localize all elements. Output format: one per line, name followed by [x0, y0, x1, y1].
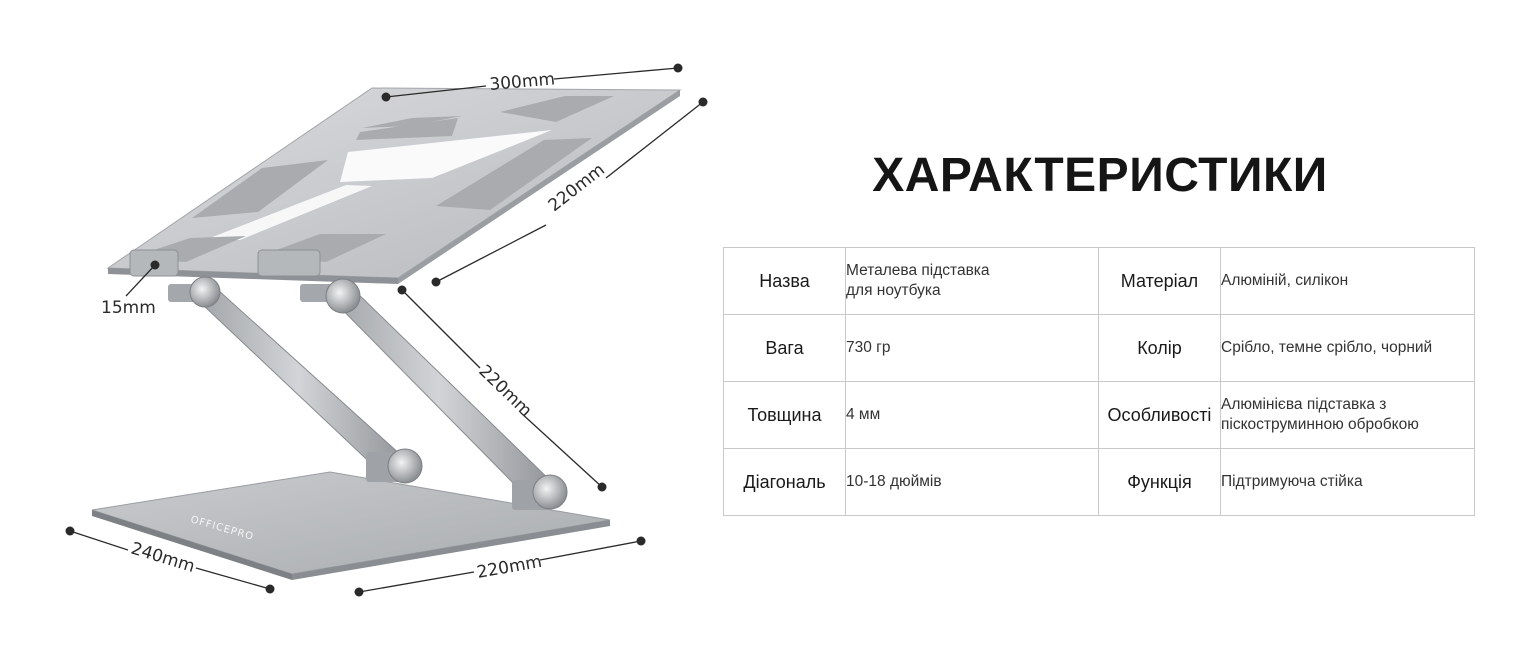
dim-label-base-depth: 220mm: [475, 552, 543, 583]
spec-value-line: піскоструминною обробкою: [1221, 416, 1419, 433]
laptop-stand-illustration: OFFICEPRO: [65, 63, 708, 597]
dim-label-arm-length: 220mm: [475, 361, 536, 421]
dim-label-thickness: 15mm: [101, 298, 156, 318]
spec-value: Алюміній, силікон: [1220, 247, 1475, 315]
spec-value: 730 гр: [845, 314, 1099, 382]
hinge-knob: [387, 448, 423, 484]
spec-value-line: Алюміній, силікон: [1221, 272, 1349, 289]
spec-value: Алюмінієва підставка з піскоструминною о…: [1220, 381, 1475, 449]
table-row: Назва Металева підставка для ноутбука Ма…: [723, 247, 1475, 315]
base-plate: OFFICEPRO: [91, 471, 611, 580]
page-title: ХАРАКТЕРИСТИКИ: [872, 149, 1328, 202]
spec-value: 4 мм: [845, 381, 1099, 449]
spec-value: Підтримуюча стійка: [1220, 448, 1475, 516]
spec-key: Функція: [1098, 448, 1221, 516]
top-tray: [106, 87, 682, 314]
table-row: Вага 730 гр Колір Срібло, темне срібло, …: [723, 314, 1475, 382]
spec-value-line: 730 гр: [846, 339, 891, 356]
spec-key: Колір: [1098, 314, 1221, 382]
spec-value: 10-18 дюймів: [845, 448, 1099, 516]
spec-key: Вага: [723, 314, 846, 382]
spec-value-line: Срібло, темне срібло, чорний: [1221, 339, 1433, 356]
spec-value: Металева підставка для ноутбука: [845, 247, 1099, 315]
specs-table: Назва Металева підставка для ноутбука Ма…: [723, 247, 1475, 516]
hinge-knob: [189, 276, 221, 308]
spec-value: Срібло, темне срібло, чорний: [1220, 314, 1475, 382]
spec-value-line: 10-18 дюймів: [846, 473, 942, 490]
front-arm: [183, 287, 423, 484]
spec-value-line: Алюмінієва підставка з: [1221, 396, 1387, 413]
dimension-lines: [65, 63, 708, 597]
table-row: Товщина 4 мм Особливості Алюмінієва підс…: [723, 381, 1475, 449]
spec-key: Особливості: [1098, 381, 1221, 449]
spec-value-line: для ноутбука: [846, 282, 941, 299]
spec-key: Товщина: [723, 381, 846, 449]
spec-value-line: Підтримуюча стійка: [1221, 473, 1363, 490]
spec-key: Матеріал: [1098, 247, 1221, 315]
spec-key: Діагональ: [723, 448, 846, 516]
hinge-knob: [532, 474, 568, 510]
spec-value-line: 4 мм: [846, 406, 881, 423]
rear-arm: [316, 284, 568, 510]
hinge-knob: [325, 278, 361, 314]
spec-key: Назва: [723, 247, 846, 315]
spec-value-line: Металева підставка: [846, 262, 990, 279]
table-row: Діагональ 10-18 дюймів Функція Підтримую…: [723, 448, 1475, 516]
